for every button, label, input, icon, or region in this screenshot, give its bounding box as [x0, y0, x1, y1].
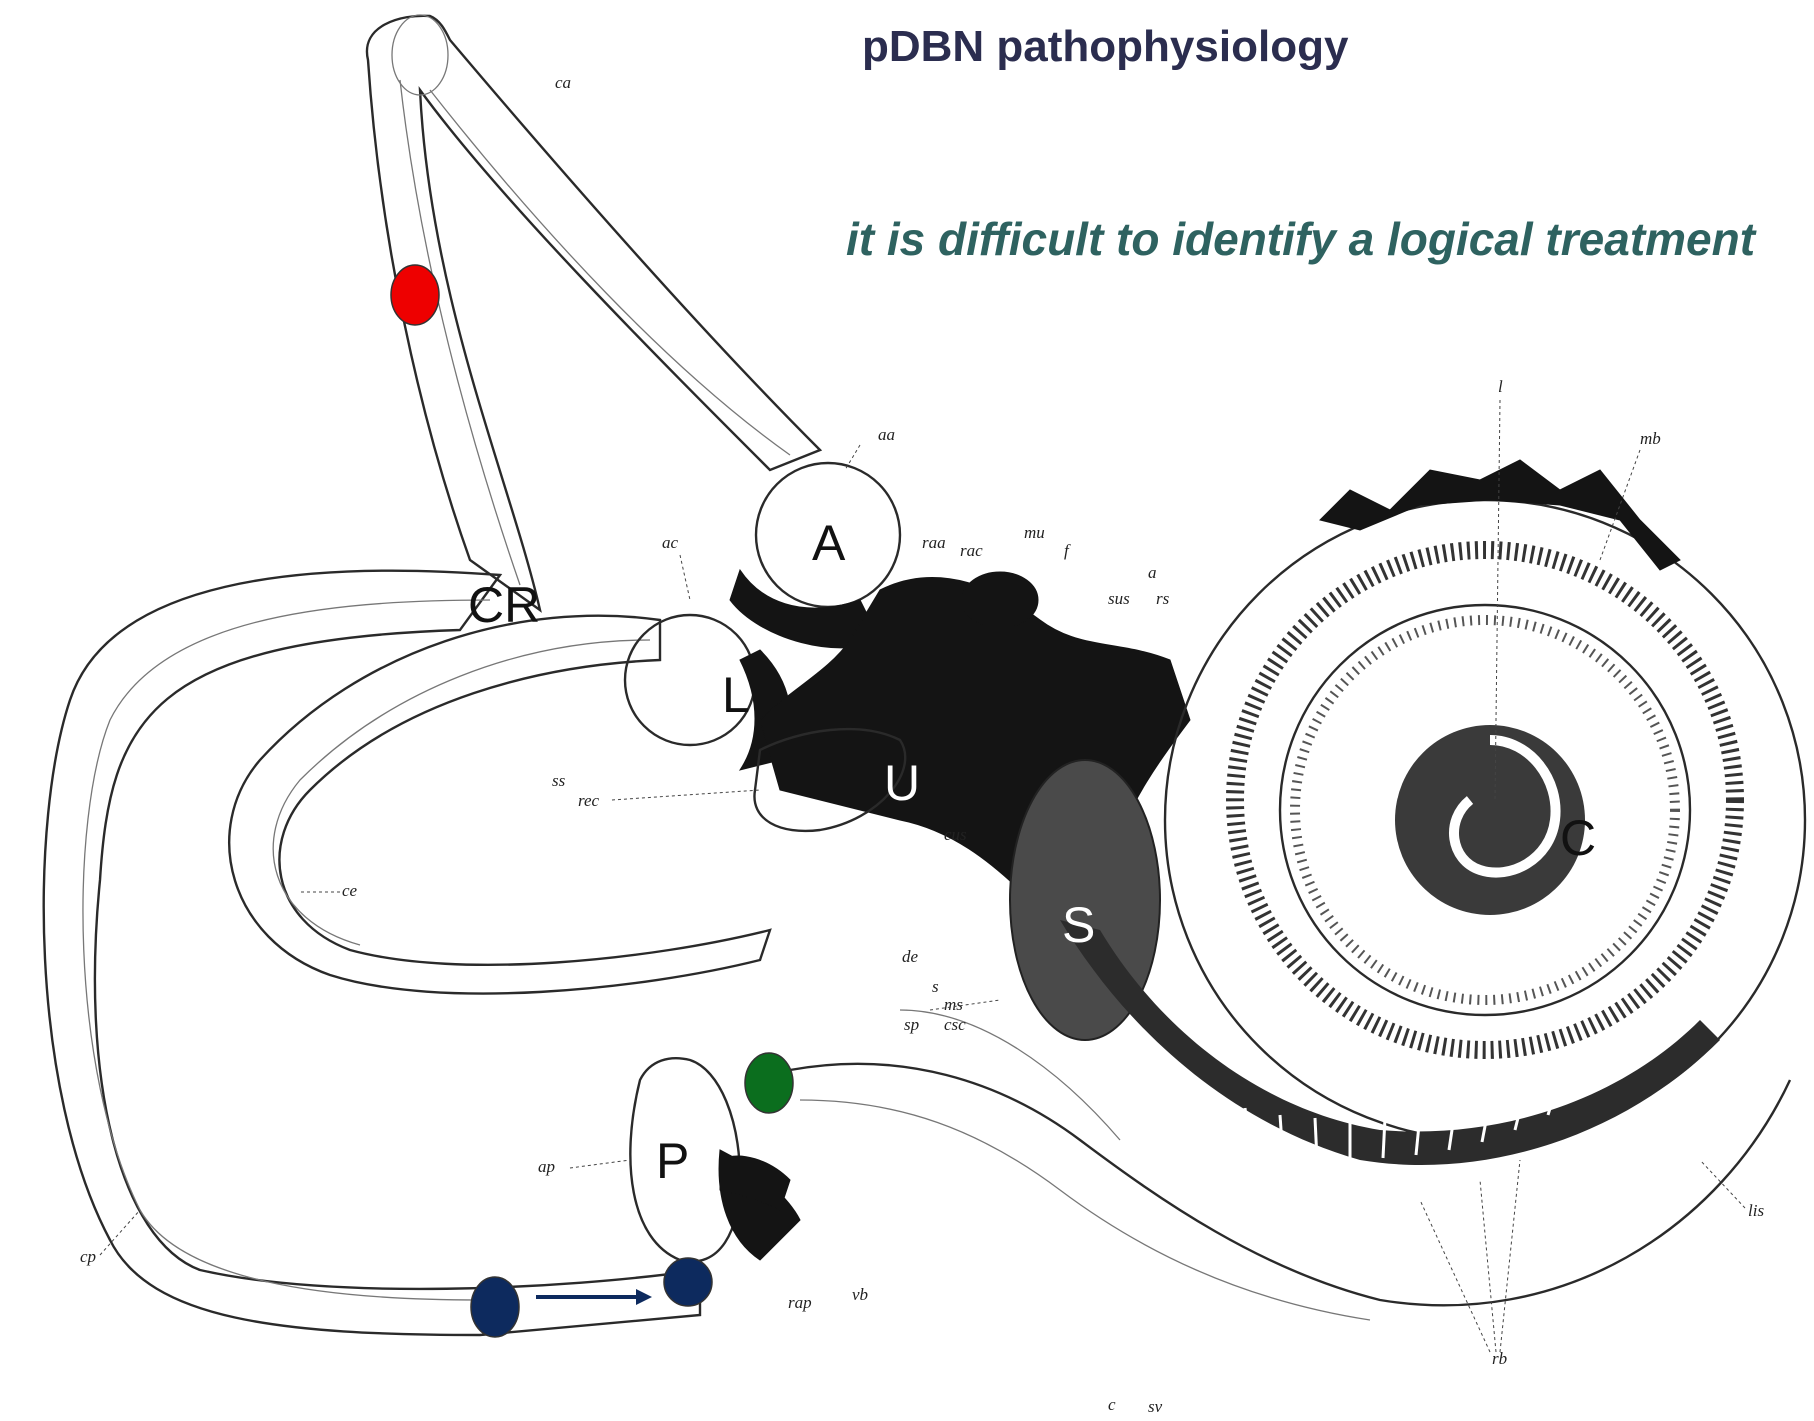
anat-label: sv — [1148, 1397, 1163, 1416]
red-dot-marker — [391, 265, 439, 325]
lateral-canal — [229, 616, 770, 994]
anat-label: cus — [944, 825, 967, 844]
anat-label: a — [1148, 563, 1157, 582]
anat-label: ce — [342, 881, 358, 900]
anat-label: vb — [852, 1285, 868, 1304]
label-P: P — [656, 1133, 689, 1189]
anat-label: ms — [944, 995, 963, 1014]
anat-label: s — [932, 977, 939, 996]
posterior-canal — [44, 571, 700, 1335]
anat-label: l — [1498, 377, 1503, 396]
anat-label: ss — [552, 771, 566, 790]
anat-label: sp — [904, 1015, 919, 1034]
anat-label: aa — [878, 425, 895, 444]
slide-subtitle: it is difficult to identify a logical tr… — [846, 212, 1755, 266]
anat-label: cp — [80, 1247, 96, 1266]
anat-label: f — [1064, 541, 1071, 560]
label-U: U — [884, 755, 920, 811]
label-CR: CR — [468, 577, 540, 633]
basal-turn — [1060, 920, 1720, 1165]
anat-label: rac — [960, 541, 983, 560]
anat-label: de — [902, 947, 919, 966]
anat-label: ap — [538, 1157, 555, 1176]
anat-label: mb — [1640, 429, 1661, 448]
slide-title: pDBN pathophysiology — [862, 22, 1348, 72]
green-dot-marker — [745, 1053, 793, 1113]
anat-label: lis — [1748, 1201, 1764, 1220]
anat-label: rec — [578, 791, 600, 810]
label-C: C — [1560, 810, 1596, 866]
anat-label: sus — [1108, 589, 1130, 608]
label-S: S — [1062, 897, 1095, 953]
label-A: A — [812, 515, 846, 571]
anat-label: rs — [1156, 589, 1170, 608]
anat-label: mu — [1024, 523, 1045, 542]
anat-label: ac — [662, 533, 679, 552]
anat-label: c — [1108, 1395, 1116, 1414]
anat-label: csc — [944, 1015, 966, 1034]
anat-label: raa — [922, 533, 946, 552]
label-L: L — [722, 667, 750, 723]
movement-arrow — [536, 1289, 652, 1305]
blue-dot-start-marker — [471, 1277, 519, 1337]
anat-label: rap — [788, 1293, 812, 1312]
blue-dot-end-marker — [664, 1258, 712, 1306]
anat-label: ca — [555, 73, 571, 92]
